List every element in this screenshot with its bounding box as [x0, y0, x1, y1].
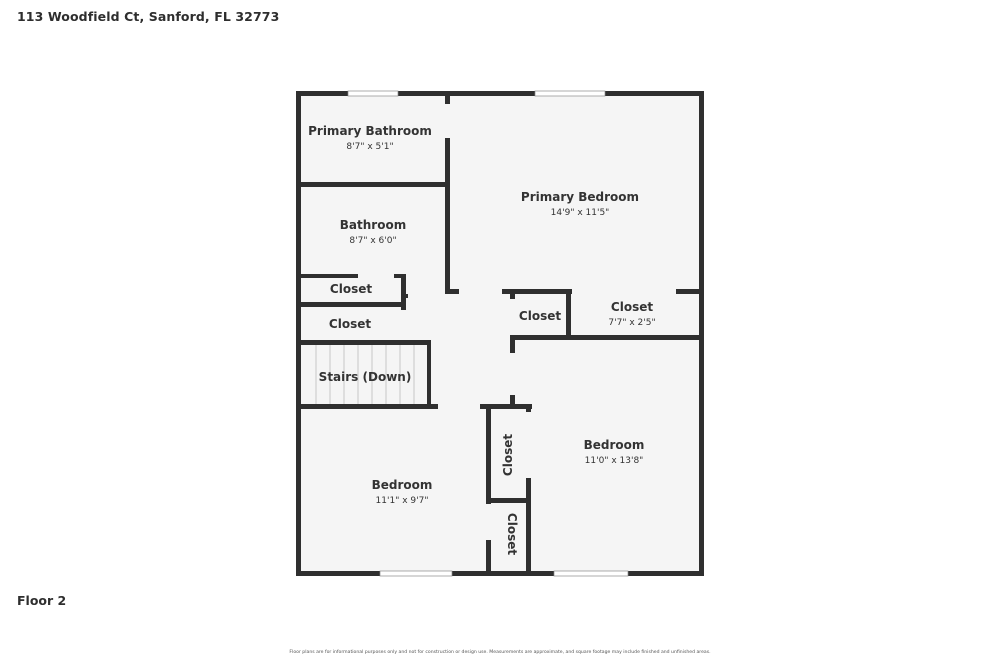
disclaimer-text: Floor plans are for informational purpos…: [289, 650, 711, 655]
room-label-primary-bedroom: Primary Bedroom 14'9" x 11'5": [521, 190, 639, 218]
room-label-closet-5: Closet: [501, 434, 515, 476]
svg-text:Stairs (Down): Stairs (Down): [319, 370, 412, 384]
svg-text:Primary Bedroom: Primary Bedroom: [521, 190, 639, 204]
svg-text:11'0" x 13'8": 11'0" x 13'8": [585, 456, 644, 466]
svg-text:Bathroom: Bathroom: [340, 218, 406, 232]
room-label-bedroom-1: Bedroom 11'1" x 9'7": [372, 478, 433, 506]
room-label-stairs: Stairs (Down): [319, 370, 412, 384]
svg-text:Closet: Closet: [611, 300, 653, 314]
room-label-bathroom: Bathroom 8'7" x 6'0": [340, 218, 406, 246]
svg-text:7'7" x 2'5": 7'7" x 2'5": [608, 318, 655, 328]
svg-text:Closet: Closet: [330, 282, 372, 296]
room-label-closet-6: Closet: [505, 513, 519, 555]
floor-area: [297, 93, 702, 575]
walls: [296, 91, 704, 576]
property-address: 113 Woodfield Ct, Sanford, FL 32773: [17, 9, 280, 24]
windows: [347, 90, 629, 577]
room-label-closet-1: Closet: [330, 282, 372, 296]
svg-text:Bedroom: Bedroom: [584, 438, 645, 452]
svg-text:8'7" x 5'1": 8'7" x 5'1": [346, 142, 393, 152]
stairs-treads: [315, 345, 415, 405]
svg-text:Closet: Closet: [329, 317, 371, 331]
svg-text:Primary Bathroom: Primary Bathroom: [308, 124, 432, 138]
svg-text:8'7" x 6'0": 8'7" x 6'0": [349, 236, 396, 246]
room-label-closet-4: Closet 7'7" x 2'5": [608, 300, 655, 328]
room-label-closet-2: Closet: [329, 317, 371, 331]
svg-text:14'9" x 11'5": 14'9" x 11'5": [551, 208, 610, 218]
svg-text:Bedroom: Bedroom: [372, 478, 433, 492]
svg-text:Closet: Closet: [505, 513, 519, 555]
floor-label: Floor 2: [17, 593, 67, 608]
svg-text:Closet: Closet: [519, 309, 561, 323]
room-label-primary-bathroom: Primary Bathroom 8'7" x 5'1": [308, 124, 432, 152]
svg-text:Closet: Closet: [501, 434, 515, 476]
room-label-bedroom-2: Bedroom 11'0" x 13'8": [584, 438, 645, 466]
room-label-closet-3: Closet: [519, 309, 561, 323]
svg-text:11'1" x 9'7": 11'1" x 9'7": [376, 496, 429, 506]
